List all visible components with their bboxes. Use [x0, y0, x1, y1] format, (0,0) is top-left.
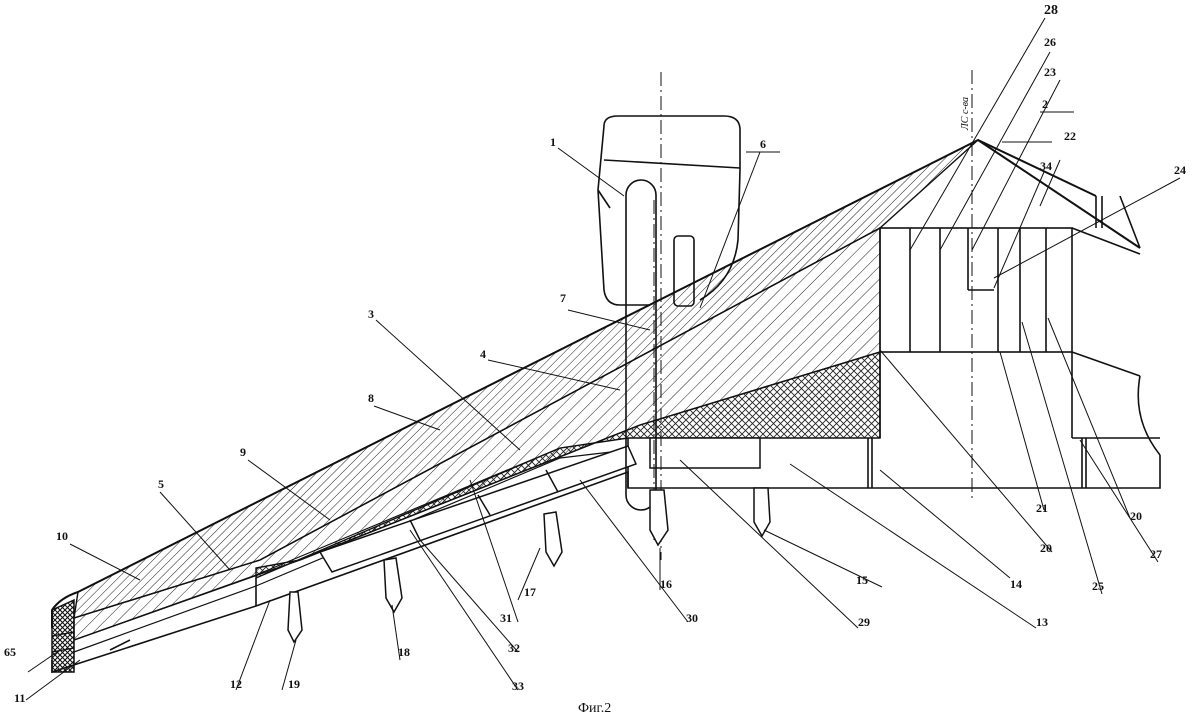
- label-9: 9: [240, 445, 246, 459]
- label-22: 22: [1064, 129, 1076, 143]
- axis-label: ЛС с-ва: [960, 97, 971, 131]
- label-31: 31: [500, 611, 512, 625]
- tractor-outline: [597, 115, 741, 511]
- callout-labels: 1 2 3 4 5 6 7 8 9 10 11 12 13 14 15 16 1…: [4, 3, 1186, 705]
- label-3: 3: [368, 307, 374, 321]
- label-7: 7: [560, 291, 566, 305]
- label-15: 15: [856, 573, 868, 587]
- label-17: 17: [524, 585, 536, 599]
- label-19: 19: [288, 677, 300, 691]
- label-65: 65: [4, 645, 16, 659]
- label-26: 26: [1044, 35, 1056, 49]
- label-18: 18: [398, 645, 410, 659]
- label-11: 11: [14, 691, 25, 705]
- label-34: 34: [1040, 159, 1052, 173]
- label-12: 12: [230, 677, 242, 691]
- tip-block: [51, 598, 75, 673]
- label-20a: 20: [1040, 541, 1052, 555]
- label-16: 16: [660, 577, 672, 591]
- label-14: 14: [1010, 577, 1022, 591]
- label-29: 29: [858, 615, 870, 629]
- knife-tips: [287, 487, 771, 644]
- label-23: 23: [1044, 65, 1056, 79]
- label-25: 25: [1092, 579, 1104, 593]
- label-20b: 20: [1130, 509, 1142, 523]
- label-27: 27: [1150, 547, 1162, 561]
- underside-blocks: [318, 437, 761, 573]
- label-30: 30: [686, 611, 698, 625]
- label-21: 21: [1036, 501, 1048, 515]
- center-axis: [653, 70, 973, 560]
- label-6: 6: [760, 137, 766, 151]
- label-1: 1: [550, 135, 556, 149]
- figure-caption: Фиг.2: [578, 701, 611, 716]
- label-5: 5: [158, 477, 164, 491]
- label-4: 4: [480, 347, 486, 361]
- label-28: 28: [1044, 3, 1058, 18]
- label-10: 10: [56, 529, 68, 543]
- label-8: 8: [368, 391, 374, 405]
- label-32: 32: [508, 641, 520, 655]
- label-33: 33: [512, 679, 524, 693]
- leader-lines: [25, 17, 1181, 701]
- right-module: [867, 195, 1161, 488]
- label-13: 13: [1036, 615, 1048, 629]
- label-2: 2: [1042, 97, 1048, 111]
- label-24: 24: [1174, 163, 1186, 177]
